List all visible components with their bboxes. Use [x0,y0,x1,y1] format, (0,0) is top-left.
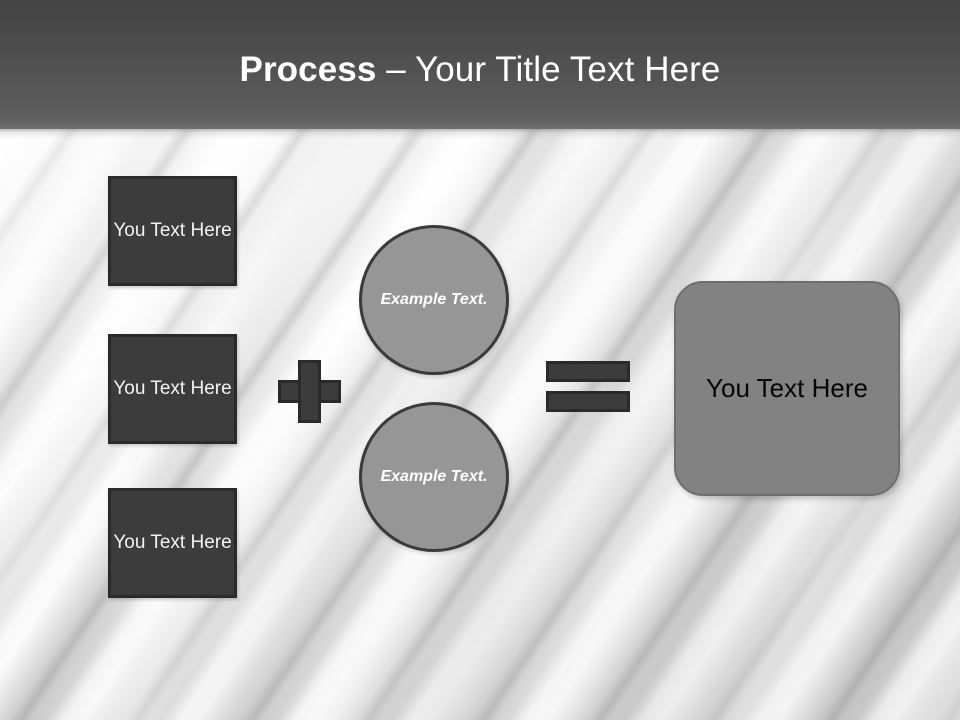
example-circle-1-label: Example Text. [380,290,488,308]
result-box-label: You Text Here [706,373,868,403]
input-box-2[interactable]: You Text Here [108,334,237,444]
page-title: Process – Your Title Text Here [0,50,960,90]
equals-icon-top-bar [546,361,630,382]
page-title-strong: Process [239,50,377,89]
equals-icon [546,361,630,412]
header-fade [0,123,960,139]
example-circle-2-label: Example Text. [380,467,488,485]
input-box-1[interactable]: You Text Here [108,176,237,286]
plus-icon [278,360,341,423]
input-box-3-label: You Text Here [113,531,232,553]
example-circle-2[interactable]: Example Text. [359,402,509,552]
input-box-1-label: You Text Here [113,219,232,241]
plus-icon-center-fill [301,383,318,400]
header-band [0,0,960,129]
result-box[interactable]: You Text Here [674,281,900,496]
input-box-2-label: You Text Here [113,377,232,399]
page-title-dash: – [376,50,415,89]
example-circle-1[interactable]: Example Text. [359,225,509,375]
page-title-rest: Your Title Text Here [415,50,721,89]
equals-icon-bottom-bar [546,391,630,412]
input-box-3[interactable]: You Text Here [108,488,237,598]
